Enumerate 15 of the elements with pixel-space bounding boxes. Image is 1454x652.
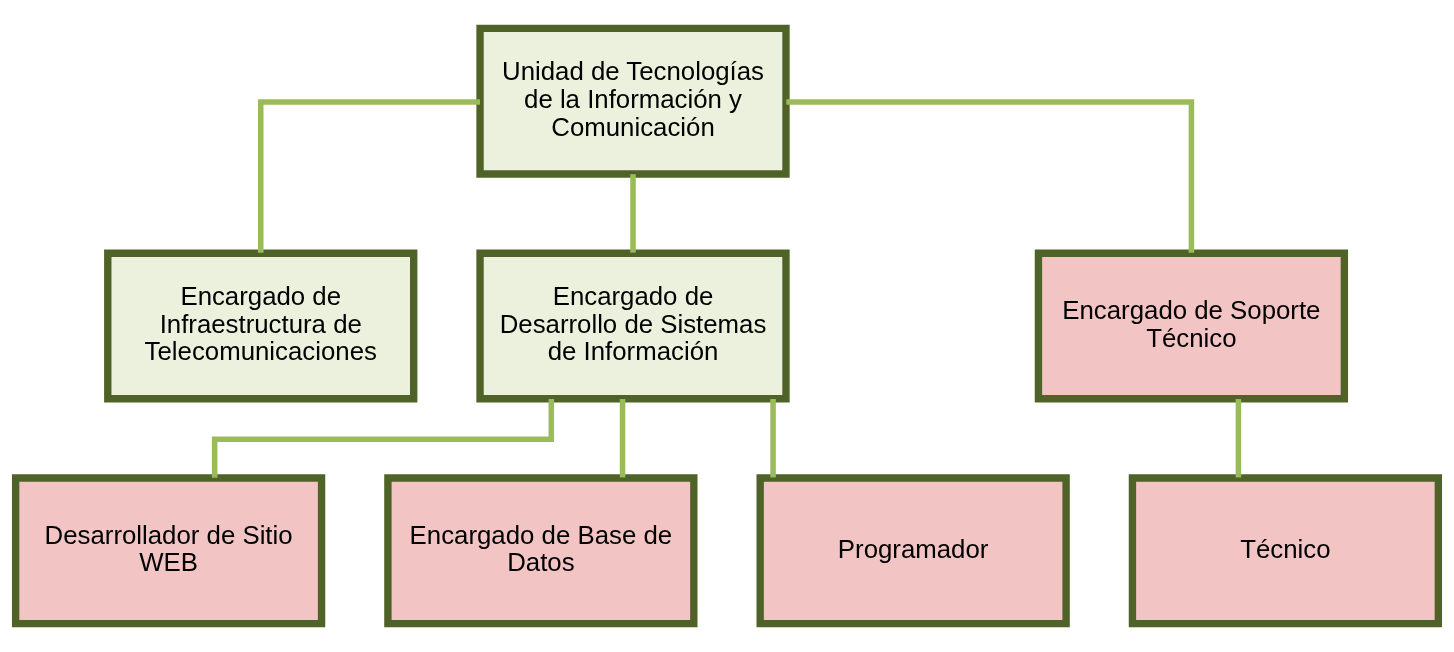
node-box: Encargado de Soporte Técnico — [1034, 249, 1349, 403]
connector — [786, 99, 1195, 253]
connector — [258, 99, 480, 253]
connector — [770, 399, 776, 478]
node-box: Técnico — [1128, 474, 1443, 628]
node-box: Encargado de Base de Datos — [384, 474, 698, 628]
node-box: Programador — [756, 474, 1070, 628]
node-box: Unidad de Tecnologías de la Información y Comunicación — [476, 24, 790, 178]
connector — [211, 399, 555, 478]
connector — [630, 174, 636, 253]
connector — [619, 399, 626, 478]
node-box: Encargado de Desarrollo de Sistemas de Información — [476, 249, 790, 403]
connector — [1235, 399, 1242, 478]
node-box: Desarrollador de Sitio WEB — [11, 474, 326, 628]
node-box: Encargado de Infraestructura de Telecomunicaciones — [104, 249, 418, 403]
